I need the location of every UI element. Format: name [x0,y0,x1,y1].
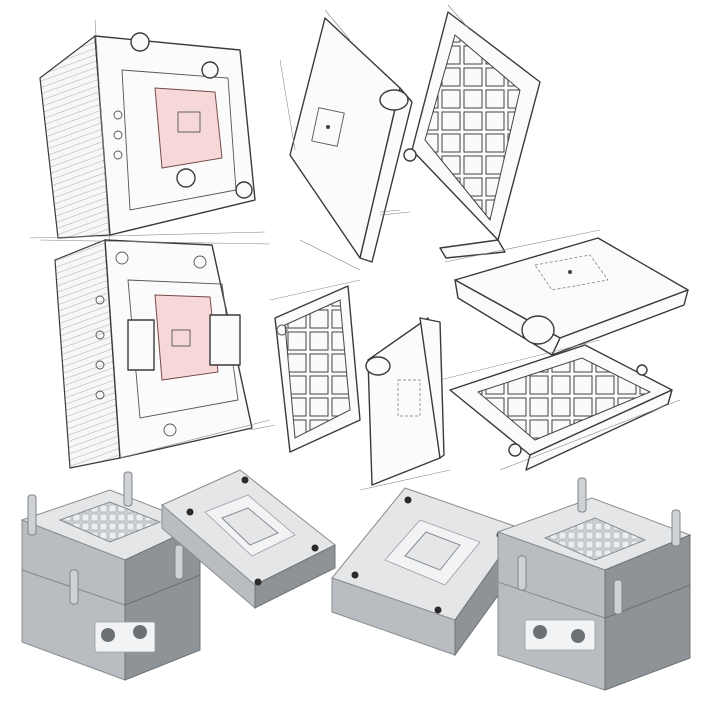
sketch-construction-lines [249,59,401,431]
sketch-mold-top-left [29,19,266,251]
render-mold-assembly-right [496,477,692,691]
sketch-grid-right [439,339,681,471]
sketch-grid-center [269,279,361,453]
sketch-mold-mid-left [39,239,271,469]
render-mold-plate-left [161,469,336,610]
sketch-cover-top [289,9,413,271]
sketch-cover-right [444,229,689,356]
sketch-grid-top-right [379,4,541,259]
sketch-cover-center [359,317,451,491]
render-mold-plate-right [331,487,521,657]
render-mold-assembly-left [20,471,202,681]
